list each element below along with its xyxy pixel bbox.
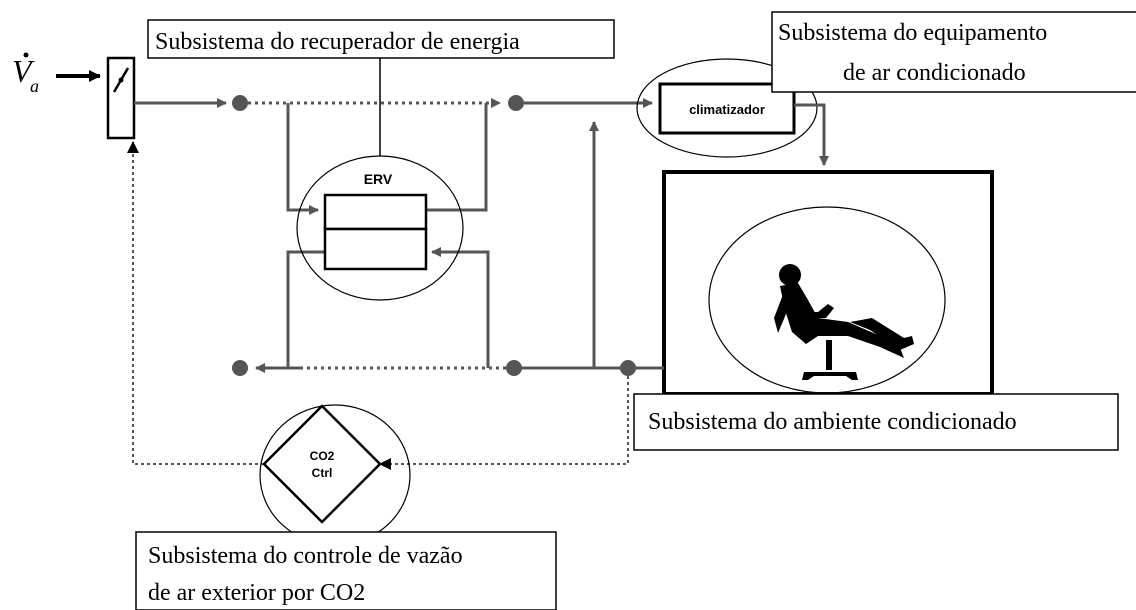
erv-label: ERV: [364, 171, 393, 187]
room-label: Subsistema do ambiente condicionado: [648, 409, 1017, 435]
ac-equipment-label-2: de ar condicionado: [843, 60, 1026, 86]
node-supply-2: [508, 95, 524, 111]
seated-person-icon: [774, 264, 914, 380]
svg-text:V: V: [12, 53, 35, 89]
ac-to-room: [794, 103, 829, 166]
supply-to-erv: [286, 103, 319, 215]
energy-recovery-label-box: [147, 19, 615, 59]
co2-controller-label-2: Ctrl: [312, 466, 333, 480]
node-supply-1: [232, 95, 248, 111]
co2-control-signal-line: [127, 141, 270, 465]
air-conditioner-label: climatizador: [689, 102, 765, 117]
outdoor-air-flow-label: V a: [12, 52, 39, 96]
room-label-box: [633, 393, 1119, 451]
node-return-1: [506, 360, 522, 376]
co2-control-label-box: [135, 531, 557, 610]
co2-control-label-2: de ar exterior por CO2: [148, 580, 365, 606]
svg-text:a: a: [30, 76, 39, 96]
damper-valve: [106, 56, 136, 140]
erv-supply-out: [427, 103, 488, 212]
erv-exhaust-out: [286, 250, 325, 368]
erv-unit: ERV: [323, 171, 428, 271]
ac-subsystem-boundary: [636, 58, 818, 158]
co2-sensor-line: [379, 376, 629, 470]
return-to-erv: [431, 247, 490, 368]
co2-controller: [262, 404, 382, 524]
co2-controller-label-1: CO2: [310, 449, 335, 463]
co2-control-label-1: Subsistema do controle de vazão: [148, 543, 463, 569]
ac-equipment-label-1: Subsistema do equipamento: [778, 20, 1047, 46]
room-subsystem-boundary: [708, 206, 946, 394]
ac-equipment-label-box: [771, 11, 1136, 93]
energy-recovery-label: Subsistema do recuperador de energia: [155, 29, 520, 55]
node-exhaust: [232, 360, 248, 376]
node-return-sensor: [620, 360, 636, 376]
